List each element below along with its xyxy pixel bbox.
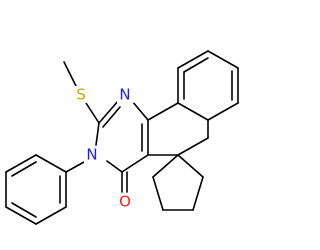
bond-cp-2 (152, 176, 164, 211)
bond-s-c2 (85, 102, 100, 124)
molecule-drawing: S N N O (5, 50, 239, 225)
bond-c10b-c10a (147, 102, 179, 121)
molecule-structure: S N N O (5, 50, 239, 225)
bond-ph-double-2 (11, 202, 37, 218)
n-top-label-bg (117, 86, 134, 103)
bond-benzo-5 (207, 102, 239, 121)
bond-c6-c5 (177, 137, 209, 156)
sulfur-atom-label: S (76, 86, 86, 104)
bond-methyl-s (63, 61, 77, 87)
bond-cp-5 (177, 154, 204, 178)
bond-cp-4 (192, 176, 204, 211)
bond-ph-5 (35, 206, 67, 225)
bond-n3-c2 (95, 122, 100, 146)
bond-n1-c10b (131, 100, 149, 121)
nitrogen-atom-label-top: N (119, 86, 130, 104)
bond-c4a-c4 (121, 154, 149, 173)
o-label-bg (116, 193, 134, 211)
n-left-label-bg (84, 146, 101, 163)
bond-ph-double-1 (11, 161, 37, 177)
bond-benzo-3 (207, 50, 239, 69)
bond-benzo-double-1 (183, 57, 209, 73)
nitrogen-atom-label-left: N (86, 146, 97, 164)
bond-ph-2 (5, 154, 37, 173)
bond-ph-1 (35, 154, 67, 173)
bond-ph-4 (5, 206, 37, 225)
bond-cp-1 (152, 154, 179, 178)
oxygen-atom-label: O (119, 193, 131, 211)
bond-c2-n1-double (102, 106, 121, 128)
bond-n3-phenyl (65, 161, 85, 173)
s-label-bg (73, 86, 89, 103)
bond-benzo-6 (177, 102, 209, 121)
bond-c4-n3 (106, 160, 123, 173)
bond-benzo-2 (177, 50, 209, 69)
bonds (5, 50, 239, 225)
atom-labels: S N N O (73, 86, 134, 211)
bond-c2-n1 (98, 100, 119, 124)
